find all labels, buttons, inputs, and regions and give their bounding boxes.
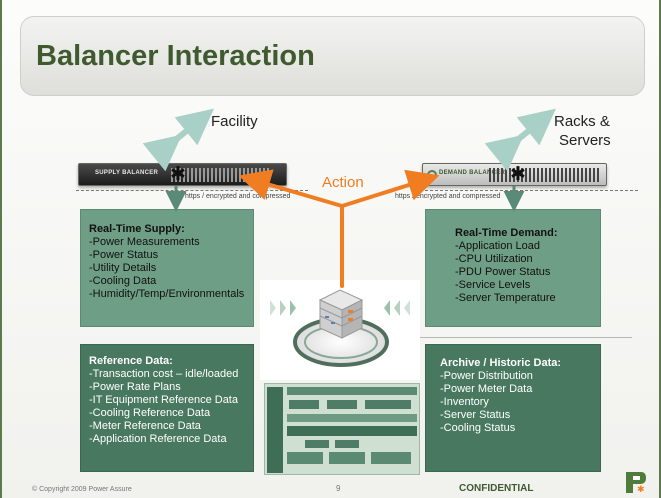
device-grille bbox=[489, 168, 599, 182]
list-item: -CPU Utilization bbox=[455, 253, 533, 265]
connection-dashed-line-right bbox=[420, 190, 638, 191]
facility-link-arrow bbox=[142, 108, 214, 172]
list-item: -Cooling Status bbox=[440, 422, 516, 434]
supply-balancer-name: SUPPLY BALANCER bbox=[95, 170, 159, 176]
list-item: -Power Meter Data bbox=[440, 383, 533, 395]
list-item: -Service Levels bbox=[455, 279, 531, 291]
list-item: -IT Equipment Reference Data bbox=[89, 394, 238, 406]
footer-confidential: CONFIDENTIAL bbox=[459, 483, 534, 494]
svg-text:✱: ✱ bbox=[637, 484, 645, 494]
divider-line bbox=[260, 337, 632, 338]
server-stack-icon bbox=[318, 289, 364, 339]
panel-heading: Archive / Historic Data: bbox=[440, 357, 562, 369]
footer-copyright: © Copyright 2009 Power Assure bbox=[32, 486, 132, 493]
real-time-supply-panel: Real-Time Supply: -Power Measurements -P… bbox=[80, 209, 254, 327]
action-arrows bbox=[238, 169, 440, 288]
racks-label-line2: Servers bbox=[559, 132, 611, 149]
demand-list: -Application Load -CPU Utilization -PDU … bbox=[455, 240, 592, 305]
https-note-left: https / encrypted and compressed bbox=[185, 193, 291, 200]
reference-data-panel: Reference Data: -Transaction cost – idle… bbox=[80, 344, 254, 472]
supply-list: -Power Measurements -Power Status -Utili… bbox=[89, 236, 245, 301]
list-item: -Cooling Data bbox=[89, 275, 157, 287]
list-item: -Power Distribution bbox=[440, 370, 533, 382]
panel-heading: Real-Time Demand: bbox=[455, 227, 558, 239]
power-assure-logo-icon: ✱ bbox=[626, 472, 646, 494]
https-note-right: https / encrypted and compressed bbox=[395, 193, 501, 200]
racks-link-arrow bbox=[484, 108, 556, 172]
list-item: -Humidity/Temp/Environmentals bbox=[89, 288, 245, 300]
reference-list: -Transaction cost – idle/loaded -Power R… bbox=[89, 368, 245, 446]
archive-historic-panel: Archive / Historic Data: -Power Distribu… bbox=[425, 344, 601, 472]
list-item: -Power Status bbox=[89, 249, 159, 261]
list-item: -Utility Details bbox=[89, 262, 157, 274]
title-band bbox=[20, 16, 645, 96]
slide-title: Balancer Interaction bbox=[36, 40, 315, 72]
action-label: Action bbox=[322, 174, 364, 191]
list-item: -Transaction cost – idle/loaded bbox=[89, 368, 239, 380]
list-item: -Server Temperature bbox=[455, 292, 556, 304]
demand-balancer-name: DEMAND BALANCER bbox=[439, 170, 506, 176]
connection-dashed-line-left bbox=[76, 190, 308, 191]
racks-label-line1: Racks & bbox=[554, 113, 610, 130]
list-item: -PDU Power Status bbox=[455, 266, 551, 278]
list-item: -Application Reference Data bbox=[89, 433, 227, 445]
list-item: -Server Status bbox=[440, 409, 511, 421]
footer-page-number: 9 bbox=[336, 484, 341, 493]
panel-heading: Real-Time Supply: bbox=[89, 223, 185, 235]
list-item: -Power Rate Plans bbox=[89, 381, 181, 393]
list-item: -Meter Reference Data bbox=[89, 420, 201, 432]
architecture-thumbnail-graphic bbox=[267, 387, 417, 473]
list-item: -Application Load bbox=[455, 240, 541, 252]
real-time-demand-panel: Real-Time Demand: -Application Load -CPU… bbox=[425, 209, 601, 327]
panel-heading: Reference Data: bbox=[89, 355, 173, 367]
facility-label: Facility bbox=[211, 113, 258, 130]
list-item: -Inventory bbox=[440, 396, 489, 408]
list-item: -Power Measurements bbox=[89, 236, 200, 248]
architecture-thumbnail bbox=[264, 383, 420, 475]
archive-list: -Power Distribution -Power Meter Data -I… bbox=[440, 370, 592, 435]
list-item: -Cooling Reference Data bbox=[89, 407, 211, 419]
